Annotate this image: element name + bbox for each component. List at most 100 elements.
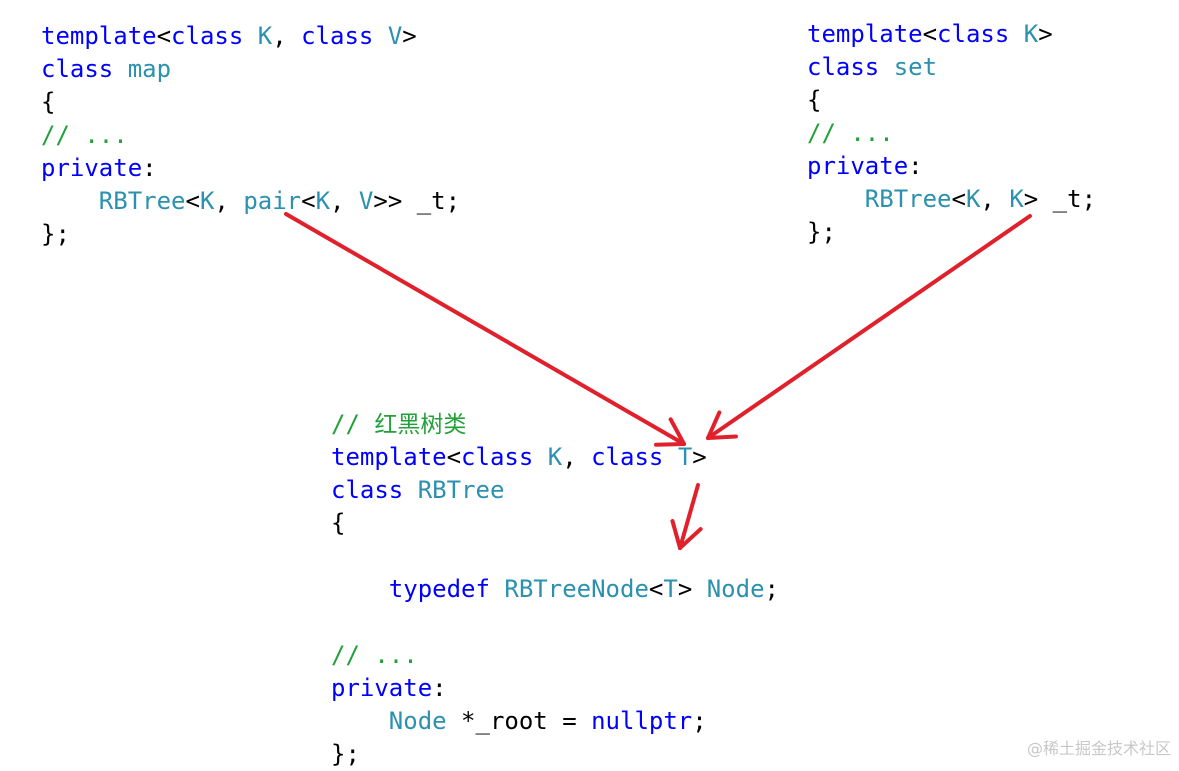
map-class-code: template<class K, class V>class map{// .… [41,20,460,251]
code-token: RBTree [864,185,952,213]
code-token: { [807,86,822,114]
code-token: K [1023,20,1039,48]
code-line: RBTree<K, K> _t; [807,183,1096,216]
code-token: private [807,152,909,180]
code-token: : [432,674,447,702]
code-token: class [331,476,404,504]
code-line: { [807,84,1096,117]
code-line: RBTree<K, pair<K, V>> _t; [41,185,460,218]
code-token: < [301,187,316,215]
code-token: K [965,185,981,213]
code-line: class RBTree [331,474,779,507]
code-token: : [142,154,157,182]
code-token: < [156,22,172,50]
code-token: }; [41,220,70,248]
code-token: // ... [331,641,418,669]
code-token: Node [706,575,765,603]
code-token: RBTreeNode [504,575,649,603]
code-token: *_root = [446,707,592,735]
code-token: { [331,509,346,537]
code-token: , [980,185,1010,213]
code-token: class [591,443,664,471]
code-token: }; [331,740,360,768]
code-token: class [937,20,1010,48]
code-line: private: [41,152,460,185]
code-token: , [330,187,359,215]
code-token: >> _t; [373,187,461,215]
code-token: template [331,443,447,471]
code-token: RBTree [417,476,505,504]
code-token: class [301,22,374,50]
code-token: class [807,53,880,81]
T-to-node-arrow [670,483,703,550]
code-token: T [663,575,678,603]
code-token: class [41,55,114,83]
code-token: > [692,443,707,471]
code-token: K [257,22,273,50]
code-token: T [677,443,693,471]
code-token: < [185,187,200,215]
code-token: K [199,187,215,215]
code-token: < [446,443,462,471]
code-token: < [648,575,664,603]
code-token: pair [243,187,302,215]
code-token: template [41,22,157,50]
code-token: ; [692,707,707,735]
code-token: typedef [388,575,490,603]
code-token: > [1038,20,1053,48]
code-token: private [331,674,433,702]
watermark: @稀土掘金技术社区 [1026,739,1171,758]
set-class-code: template<class K>class set{// ...private… [807,18,1096,249]
code-line: class set [807,51,1096,84]
code-token: Node [388,707,447,735]
code-line: { [41,86,460,119]
code-line: template<class K> [807,18,1096,51]
code-token: , [562,443,592,471]
set-to-T-arrow [706,214,1032,440]
code-token: // ... [41,121,128,149]
code-line: { [331,507,779,540]
code-line: }; [331,738,779,771]
code-token: < [922,20,938,48]
code-line: typedef RBTreeNode<T> Node; [331,573,779,606]
code-token: > [402,22,417,50]
code-token: K [315,187,331,215]
code-token: { [41,88,56,116]
code-token: > _t; [1023,185,1097,213]
code-token: // ... [807,119,894,147]
code-token: V [358,187,374,215]
code-line: private: [331,672,779,705]
code-line: }; [41,218,460,251]
code-token: map [127,55,172,83]
map-to-T-arrow [284,212,686,447]
code-token: , [272,22,302,50]
code-token: < [951,185,966,213]
code-token: RBTree [98,187,186,215]
code-token: K [1009,185,1024,213]
code-token: class [171,22,244,50]
code-token: template [807,20,923,48]
code-line: // ... [41,119,460,152]
code-token: nullptr [591,707,693,735]
code-line: template<class K, class V> [41,20,460,53]
code-token: private [41,154,143,182]
code-token: class [461,443,534,471]
code-line: private: [807,150,1096,183]
code-token: set [893,53,938,81]
code-token: , [214,187,244,215]
code-line: Node *_root = nullptr; [331,705,779,738]
code-token: 红黑树类 [374,412,467,438]
code-line: class map [41,53,460,86]
code-line: // ... [807,117,1096,150]
code-line: // 红黑树类 [331,408,779,441]
code-line: }; [807,216,1096,249]
code-token: ; [764,575,779,603]
code-token: V [387,22,403,50]
code-token: // [331,410,375,438]
code-line: template<class K, class T> [331,441,779,474]
code-token: : [908,152,923,180]
code-line: // ... [331,639,779,672]
code-token: K [547,443,563,471]
